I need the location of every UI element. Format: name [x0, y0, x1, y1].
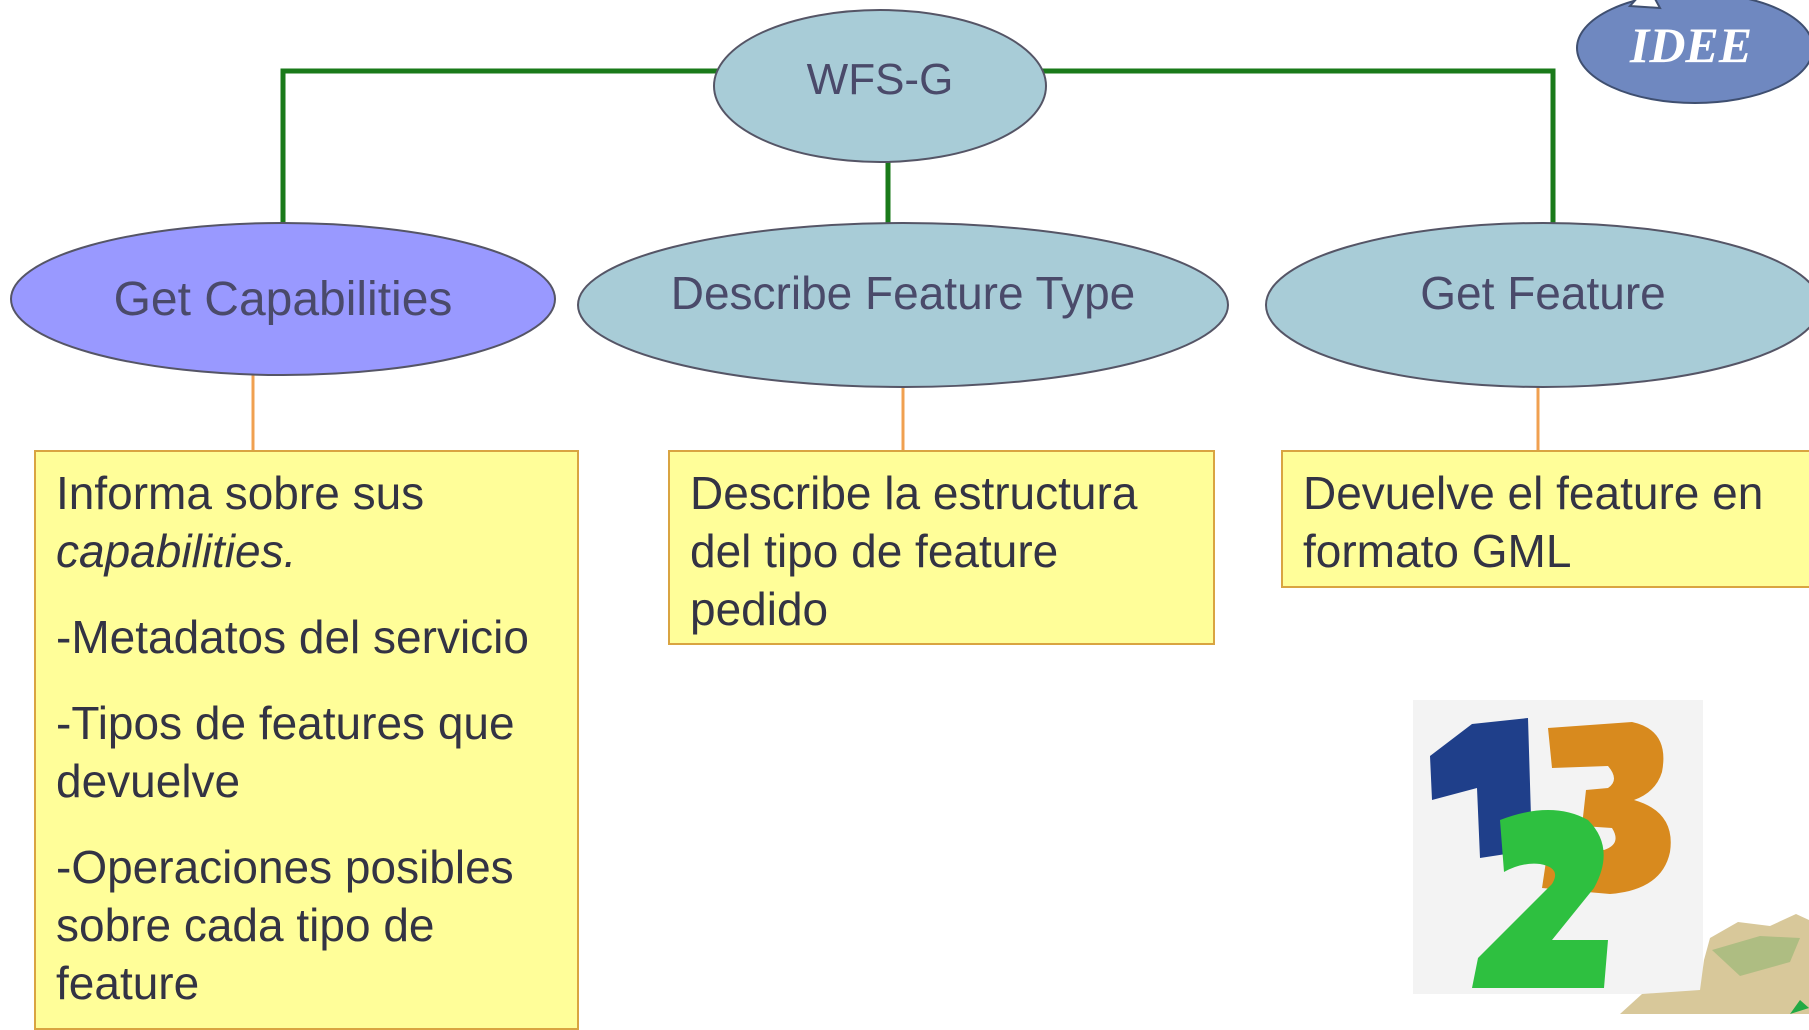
describe-feature-type-text: Describe la estructura del tipo de featu… — [690, 467, 1138, 635]
root-connectors — [280, 68, 1556, 225]
get-feature-ellipse — [1265, 222, 1809, 388]
get-capabilities-ellipse — [10, 222, 556, 376]
get-feature-description: Devuelve el feature en formato GML — [1281, 450, 1809, 588]
map-thumbnail — [1620, 914, 1809, 1014]
idee-logo-ellipse — [1576, 0, 1809, 104]
get-feature-label: Get Feature — [1420, 267, 1666, 319]
map-texture — [1712, 936, 1800, 976]
numbers-123-illustration — [1413, 700, 1703, 994]
get-capabilities-label: Get Capabilities — [113, 273, 453, 326]
idee-logo — [1576, 0, 1809, 104]
describe-feature-type-ellipse — [577, 222, 1229, 388]
describe-feature-type-description: Describe la estructura del tipo de featu… — [668, 450, 1215, 645]
connector-root-to-get-capabilities — [280, 68, 718, 225]
get-capabilities-description: Informa sobre sus capabilities. -Metadat… — [34, 450, 579, 1030]
idee-logo-text: IDEE — [1629, 17, 1753, 73]
description-item-feature-types: -Tipos de features que devuelve — [56, 697, 515, 807]
description-item-operations: -Operaciones posibles sobre cada tipo de… — [56, 841, 514, 1009]
get-feature-text: Devuelve el feature en formato GML — [1303, 467, 1764, 577]
map-arrow-icon — [1790, 1000, 1809, 1014]
description-intro: Informa sobre sus — [56, 467, 425, 519]
star-icon — [1627, 0, 1662, 10]
description-connectors — [251, 374, 1540, 450]
description-intro-emphasis: capabilities. — [56, 525, 297, 577]
describe-feature-type-label: Describe Feature Type — [670, 267, 1136, 319]
number-two-icon — [1472, 810, 1608, 988]
connector-root-to-get-feature — [1042, 68, 1556, 225]
description-item-metadata: -Metadatos del servicio — [56, 611, 529, 663]
root-label: WFS-G — [806, 55, 954, 104]
root-ellipse — [713, 9, 1047, 163]
